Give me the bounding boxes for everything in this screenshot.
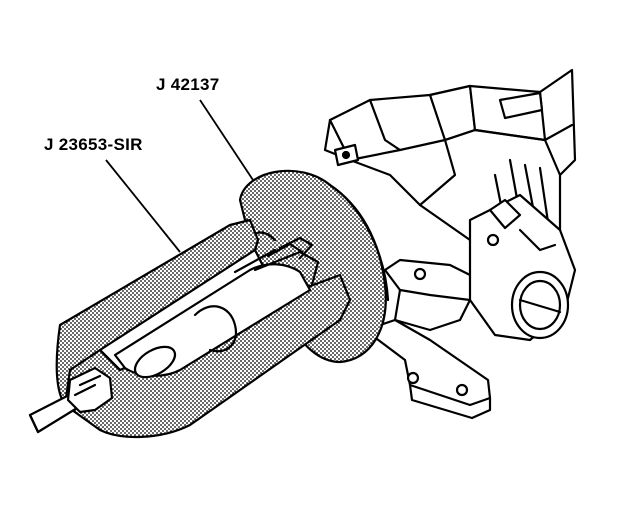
callout-j23653-sir: J 23653-SIR	[44, 135, 143, 154]
lock-tab	[383, 258, 482, 332]
leader-line-j23653	[105, 159, 181, 253]
mounting-bracket	[363, 318, 492, 420]
tool-j23653-frame	[55, 218, 352, 438]
forcing-screw-body	[113, 236, 320, 379]
tool-j42137-plate	[238, 169, 390, 364]
leader-line-j42137	[199, 99, 254, 181]
callout-j42137: J 42137	[156, 75, 220, 94]
lock-cylinder	[468, 193, 577, 342]
forcing-screw	[28, 366, 114, 434]
leader-lines	[105, 99, 254, 253]
